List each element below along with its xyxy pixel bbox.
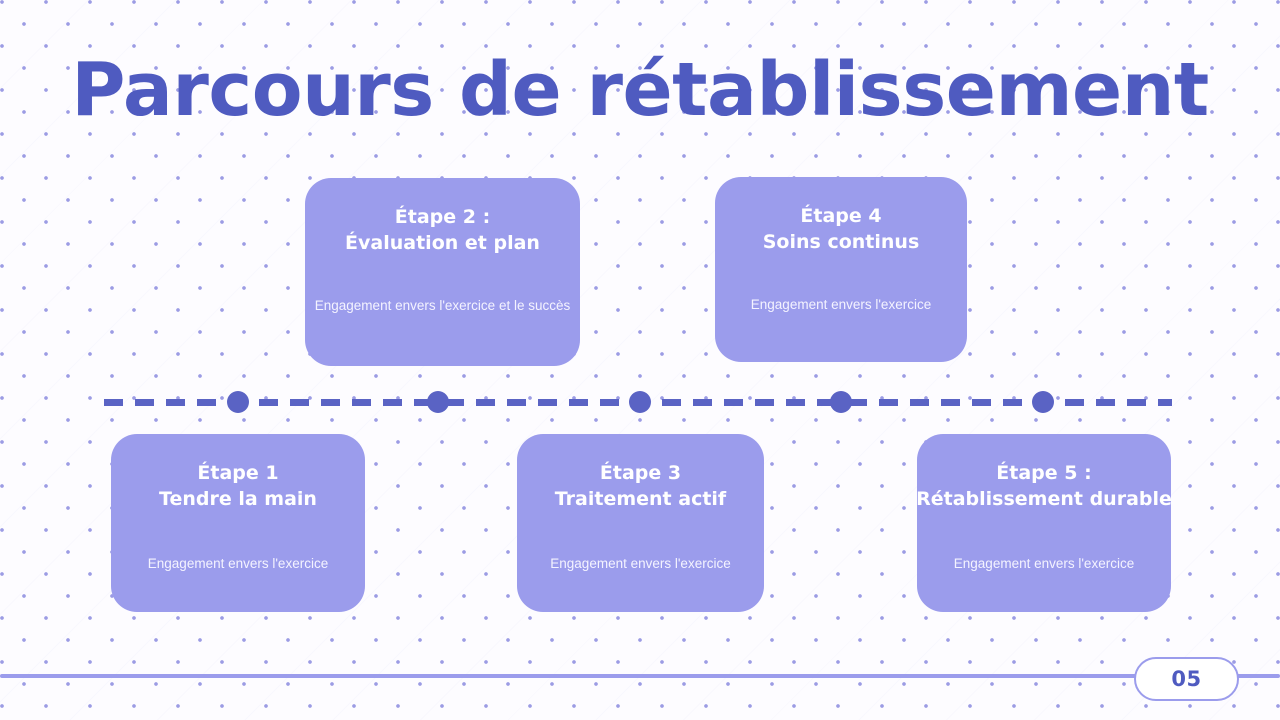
- step-card-5-title-line2: Rétablissement durable: [916, 488, 1172, 510]
- step-card-1-title-line1: Étape 1: [197, 462, 279, 484]
- step-card-2-description: Engagement envers l'exercice et le succè…: [314, 298, 571, 313]
- timeline-node-1[interactable]: [226, 391, 249, 413]
- step-card-3-title-line1: Étape 3: [599, 462, 682, 484]
- footer-divider: [0, 674, 1280, 678]
- step-card-5[interactable]: Étape 5 : Rétablissement durable Engagem…: [916, 434, 1172, 612]
- step-card-2[interactable]: Étape 2 : Évaluation et plan Engagement …: [305, 178, 580, 366]
- page-title: Parcours de rétablissement: [71, 47, 1209, 133]
- page-number-text: 05: [1171, 667, 1202, 691]
- step-card-2-title-line1: Étape 2 :: [394, 206, 491, 228]
- step-card-1[interactable]: Étape 1 Tendre la main Engagement envers…: [111, 434, 365, 612]
- step-card-4-title-line1: Étape 4: [800, 205, 882, 227]
- timeline-node-3[interactable]: [629, 391, 652, 413]
- timeline-node-4[interactable]: [829, 391, 852, 413]
- step-card-1-description: Engagement envers l'exercice: [147, 556, 329, 571]
- step-card-4-title-line2: Soins continus: [762, 231, 920, 253]
- step-card-4[interactable]: Étape 4 Soins continus Engagement envers…: [715, 177, 967, 362]
- page-number-badge: 05: [1134, 657, 1239, 701]
- step-card-5-title-line1: Étape 5 :: [996, 462, 1092, 484]
- step-card-2-title-line2: Évaluation et plan: [345, 232, 540, 254]
- timeline-node-5[interactable]: [1031, 391, 1054, 413]
- timeline-node-2[interactable]: [427, 391, 450, 413]
- step-card-1-title-line2: Tendre la main: [159, 488, 317, 510]
- step-card-5-description: Engagement envers l'exercice: [953, 556, 1135, 571]
- step-card-3-description: Engagement envers l'exercice: [550, 556, 731, 571]
- step-card-3[interactable]: Étape 3 Traitement actif Engagement enve…: [517, 434, 764, 612]
- timeline: [104, 391, 1172, 413]
- step-card-4-description: Engagement envers l'exercice: [750, 297, 932, 312]
- step-card-3-title-line2: Traitement actif: [554, 488, 727, 510]
